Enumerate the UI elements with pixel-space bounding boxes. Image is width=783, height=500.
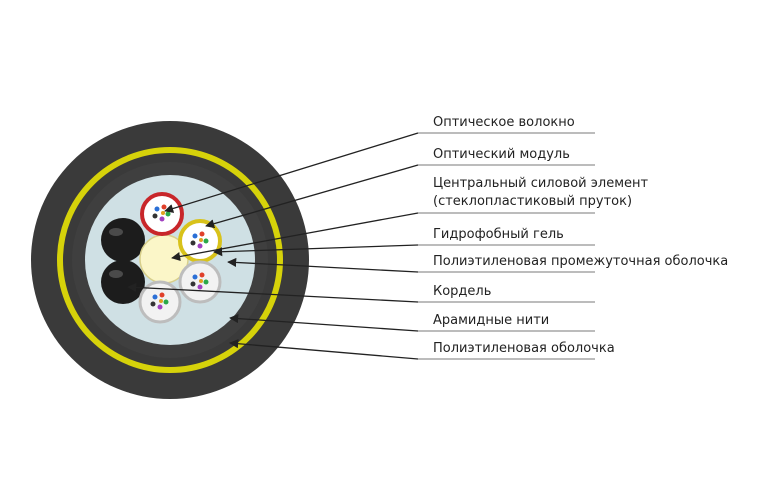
arrow-central-member <box>171 212 419 262</box>
optical-module-red <box>140 192 184 236</box>
label-aramid-yarns: Арамидные нити <box>433 313 549 328</box>
labels: Оптическое волокно Оптический модуль Цен… <box>433 115 728 356</box>
arrow-intermediate-sheath <box>227 257 419 273</box>
arrow-optical-module <box>205 164 419 229</box>
arrow-hydrophobic-gel <box>213 244 419 257</box>
arrow-aramid <box>229 314 419 332</box>
arrow-cord <box>127 282 419 303</box>
label-central-member-note: (стеклопластиковый пруток) <box>433 194 632 209</box>
filler-cord-bottom <box>101 260 145 304</box>
cable-cross-section <box>31 121 309 399</box>
filler-cord-highlight <box>109 228 123 236</box>
optical-module-white-right <box>178 260 222 304</box>
label-optical-fiber: Оптическое волокно <box>433 115 575 130</box>
aramid-yarn-ring <box>57 147 283 373</box>
optical-module-white-bottom <box>138 280 182 324</box>
label-separators <box>418 132 595 360</box>
filler-cord-highlight <box>109 270 123 278</box>
label-cord: Кордель <box>433 284 491 299</box>
arrow-outer-sheath <box>229 339 419 360</box>
label-intermediate-sheath: Полиэтиленовая промежуточная оболочка <box>433 254 728 269</box>
leader-arrows <box>127 132 419 360</box>
label-central-member: Центральный силовой элемент <box>433 176 648 191</box>
label-optical-module: Оптический модуль <box>433 147 570 162</box>
label-hydrophobic-gel: Гидрофобный гель <box>433 227 564 242</box>
arrow-optical-fiber <box>164 132 419 213</box>
label-outer-sheath: Полиэтиленовая оболочка <box>433 341 615 356</box>
filler-cord-top <box>101 218 145 262</box>
